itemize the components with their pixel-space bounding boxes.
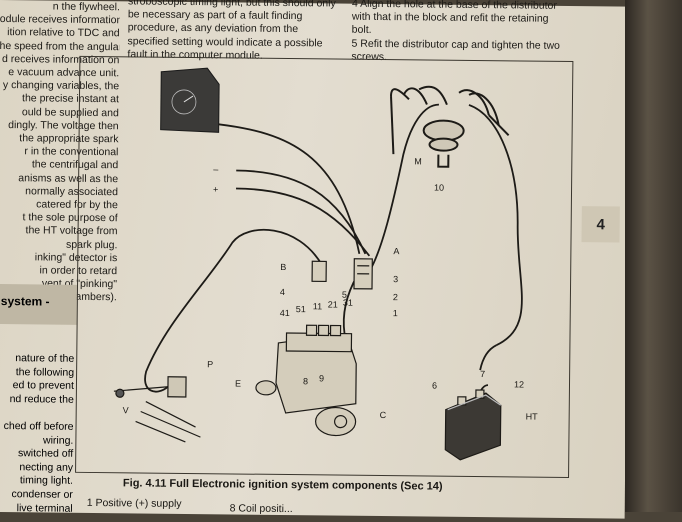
label-B: B [280,262,286,272]
label-1: 1 [393,308,398,318]
label-7: 7 [480,369,485,379]
label-11: 11 [313,301,322,311]
connector-block [312,258,372,289]
chapter-tab: 4 [581,206,619,242]
label-51: 51 [296,304,306,314]
label-minus: – [213,164,218,174]
label-41: 41 [280,308,290,318]
label-V: V [123,405,129,415]
label-HT: HT [526,412,539,422]
distributor-cap [390,86,509,167]
figure-legend-item: 1 Positive (+) supply [87,497,182,510]
book-spine-edge [625,0,682,512]
label-P: P [207,359,213,369]
label-6: 6 [432,381,437,391]
label-2: 2 [393,292,398,302]
label-M: M [414,156,422,166]
label-A: A [393,246,399,256]
figure-legend-item: 8 Coil positi... [230,502,293,515]
label-12: 12 [514,379,524,389]
label-9: 9 [319,373,324,383]
label-E: E [235,378,241,388]
label-8: 8 [303,376,308,386]
tachometer-gauge [161,68,220,133]
label-10: 10 [434,183,444,193]
book-page: n the flywheel. odule receives informati… [0,0,630,519]
label-21: 21 [328,299,338,309]
ignition-diagram: – + A B 3 2 1 4 5 41 51 11 21 31 P E C V… [0,0,630,519]
label-plus: + [213,184,218,194]
label-C: C [380,410,387,420]
label-31: 31 [343,298,353,308]
ignition-coil [445,390,501,461]
label-4: 4 [280,287,285,297]
label-3: 3 [393,274,398,284]
